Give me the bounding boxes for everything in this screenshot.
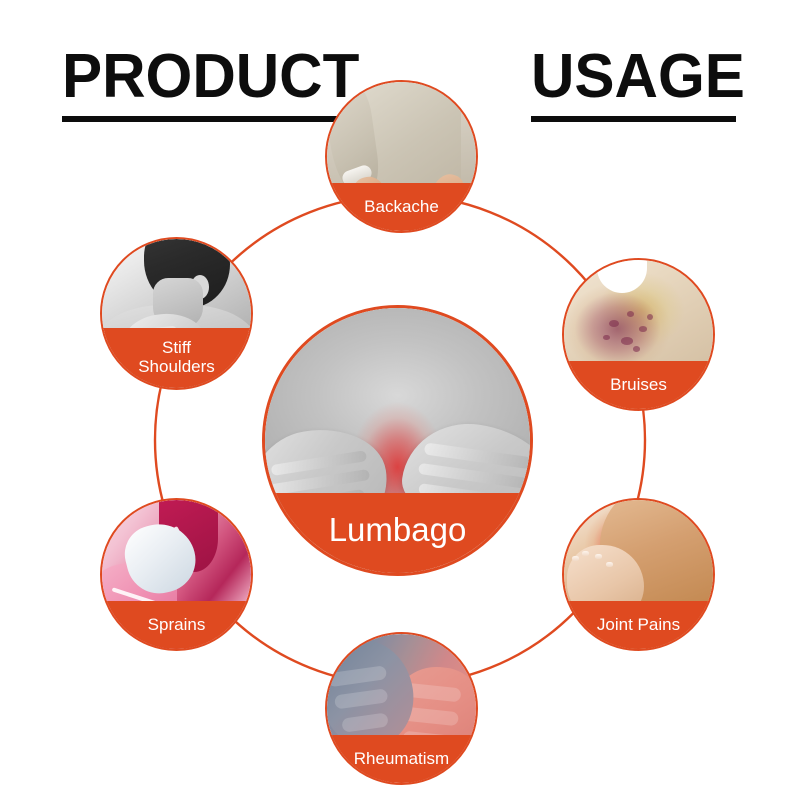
stiff-shoulders-label: Stiff Shoulders (102, 328, 251, 388)
rheumatism-label: Rheumatism (327, 735, 476, 783)
title-underline-left (62, 116, 370, 122)
sprains-label: Sprains (102, 601, 251, 649)
backache-label: Backache (327, 183, 476, 231)
usage-node-backache[interactable]: Backache (325, 80, 478, 233)
usage-node-rheumatism[interactable]: Rheumatism (325, 632, 478, 785)
title-word-usage: USAGE (531, 42, 745, 111)
stiff-shoulders-label-line1: Stiff (162, 338, 191, 357)
bruises-label: Bruises (564, 361, 713, 409)
title-word-product: PRODUCT (62, 42, 360, 111)
page-title: PRODUCT USAGE (0, 46, 800, 124)
stiff-shoulders-label-line2: Shoulders (138, 357, 215, 376)
title-underline-right (531, 116, 736, 122)
usage-node-joint-pains[interactable]: Joint Pains (562, 498, 715, 651)
usage-node-bruises[interactable]: Bruises (562, 258, 715, 411)
usage-node-stiff-shoulders[interactable]: Stiff Shoulders (100, 237, 253, 390)
joint-pains-label: Joint Pains (564, 601, 713, 649)
usage-node-sprains[interactable]: Sprains (100, 498, 253, 651)
lumbago-label: Lumbago (265, 493, 530, 573)
usage-node-lumbago-center[interactable]: Lumbago (262, 305, 533, 576)
